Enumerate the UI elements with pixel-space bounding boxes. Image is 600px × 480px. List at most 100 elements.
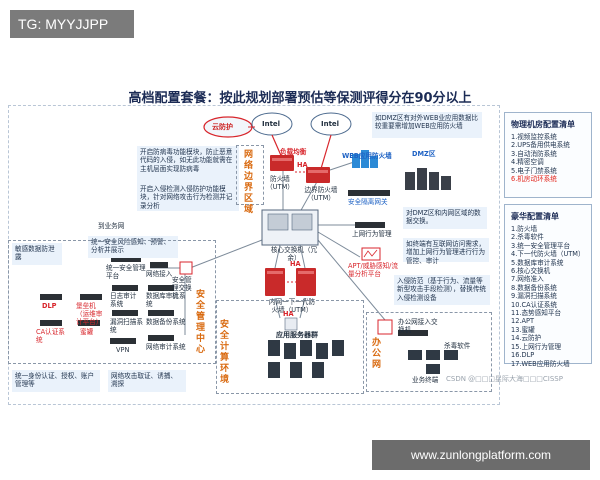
config-list-item: 6.机房动环系统 [511, 175, 557, 184]
fw-utm-right-label: 边界防火墙（UTM） [304, 186, 338, 202]
sec-gateway-label: 安全隔离网关 [348, 198, 388, 206]
bastion-label: 堡垒机（运维审计平台） [76, 302, 103, 326]
honeypot-label: 蜜罐 [80, 328, 94, 336]
dlp-device [40, 294, 62, 300]
vpn-device [110, 338, 136, 344]
fw-utm-left-label: 防火墙（UTM） [266, 175, 294, 191]
note-unified: 统一安全风险感知、预警、分析并展示 [88, 236, 178, 258]
footer-banner: www.zunlongplatform.com [372, 440, 590, 470]
config-list-item: 6.核心交换机 [511, 267, 551, 276]
fw-inner-right-icon [296, 268, 316, 296]
net-audit-device [148, 335, 174, 341]
log-audit-label: 日志审计系统 [110, 292, 137, 308]
data-backup-label: 数据备份系统 [146, 318, 186, 326]
sec-switch-device [179, 261, 193, 275]
config-list-item: 15.上网行为管理 [511, 342, 562, 351]
config-list-item: 4.下一代防火墙（UTM） [511, 250, 585, 259]
log-audit-device [112, 285, 138, 291]
ha-mid-label: HA [290, 260, 301, 268]
av-software-label: 杀毒软件 [444, 342, 471, 350]
apt-label: APT/威胁感知/流量分析平台 [348, 262, 398, 278]
room-config-title: 物理机房配置清单 [511, 120, 575, 129]
intel-left-label: Intel [262, 120, 281, 128]
note-ips: 开启入侵检测入侵防护功能模块，针对网络攻击行为检测并记录分析 [137, 183, 239, 211]
config-list-item: 7.网络准入 [511, 275, 544, 284]
perimeter-zone-label: 网络边界区域 [244, 150, 254, 215]
honeypot-device [78, 320, 100, 326]
config-list-item: 2.UPS备用供电系统 [511, 141, 570, 150]
config-list-item: 2.杀毒软件 [511, 233, 544, 242]
link-line [299, 297, 306, 319]
link-line [274, 244, 281, 269]
office-switch-icon [377, 319, 428, 336]
config-list-item: 5.数据库审计系统 [511, 258, 564, 267]
config-list-item: 8.数据备份系统 [511, 283, 557, 292]
dmz-server-rack-icon [405, 168, 451, 190]
note-sensitive: 敏感数据防泄露 [12, 243, 62, 265]
config-list-item: 3.自动消防系统 [511, 149, 557, 158]
net-probe-label: 网络接入 [146, 270, 173, 278]
office-switch-label: 办公网接入交换机 [398, 318, 438, 334]
apt-platform-icon [361, 247, 381, 261]
corner-tag: TG: MYYJJPP [10, 10, 134, 38]
config-list-item: 3.统一安全管理平台 [511, 241, 571, 250]
office-zone [366, 312, 492, 392]
core-switch-icon [261, 209, 319, 246]
vuln-scan-device [112, 310, 138, 316]
cloud-label: 云防护 [212, 123, 233, 131]
page-title: 高档配置套餐：按此规划部署预估等保测评得分在90分以上 [128, 91, 472, 106]
link-line [299, 179, 319, 213]
to-business-label: 到业务网 [98, 222, 125, 230]
note-anti-virus: 开启防病毒功能模块，防止恶意代码的入侵，如无此功能就需在主机层面实现防病毒 [137, 146, 239, 184]
link-line [189, 239, 263, 269]
config-list-item: 10.CA认证系统 [511, 300, 557, 309]
note-dmz-waf: 如DMZ区有对外WEB业应用数据比较重要需增加WEB应用防火墙 [372, 112, 482, 138]
link-line [319, 134, 332, 173]
app-server-label: 应用服务器群 [276, 331, 318, 339]
config-list-item: 16.DLP [511, 351, 535, 360]
fw-inner-left-icon [265, 268, 285, 296]
intel-right-label: Intel [321, 120, 340, 128]
link-line [274, 297, 281, 319]
internet-mgmt-label: 上网行为管理 [352, 230, 392, 238]
app-server-cluster-icon [268, 317, 344, 378]
terminals-label: 业务终端 [412, 376, 439, 384]
link-line [299, 244, 306, 269]
core-switch-label: 核心交换机（冗余） [270, 246, 318, 262]
ca-device [40, 320, 62, 326]
config-list-item: 13.蜜罐 [511, 325, 535, 334]
sec-mgmt-zone-label: 安全管理中心 [196, 290, 206, 355]
office-terminals-icon [408, 350, 458, 374]
fw-utm-right-icon [306, 167, 330, 183]
fw-utm-left-icon [270, 155, 294, 171]
sec-computing-zone [216, 300, 364, 394]
db-audit-device [148, 285, 174, 291]
config-list-item: 5.电子门禁系统 [511, 166, 557, 175]
data-backup-device [148, 310, 174, 316]
config-list-item: 1.视频监控系统 [511, 133, 557, 141]
config-list-item: 12.APT [511, 317, 535, 326]
note-audit: 网络攻击取证、诱捕、溯探 [108, 370, 186, 392]
sec-computing-zone-label: 安全计算环境 [220, 320, 230, 385]
net-probe-device [150, 262, 168, 268]
config-list-item: 11.态势感知平台 [511, 309, 562, 318]
db-audit-label: 数据库审计系统 [146, 292, 186, 308]
bastion-device [80, 294, 102, 300]
internet-mgmt-icon [355, 222, 385, 228]
link-line [317, 231, 361, 258]
unified-platform-label: 统一安全管理平台 [106, 264, 146, 280]
sec-mgmt-zone [8, 240, 216, 364]
office-zone-label: 办公网 [372, 338, 382, 370]
note-intrusion: 入侵防范（基于行为、流量等新型攻击手段检测），替换传统入侵检测设备 [394, 275, 490, 305]
perimeter-zone [236, 145, 264, 205]
dlp-label: DLP [42, 302, 57, 310]
net-audit-label: 网络审计系统 [146, 343, 186, 351]
config-list-item: 9.漏洞扫描系统 [511, 292, 557, 301]
dmz-label: DMZ区 [412, 150, 436, 158]
fw-inner-label: 内网一下一代防火墙（UTM） [268, 298, 316, 314]
note-internet-audit: 如终端有互联网访问需求，增加上网行为管理进行行为管控、审计 [403, 238, 489, 265]
vpn-label: VPN [116, 346, 130, 354]
